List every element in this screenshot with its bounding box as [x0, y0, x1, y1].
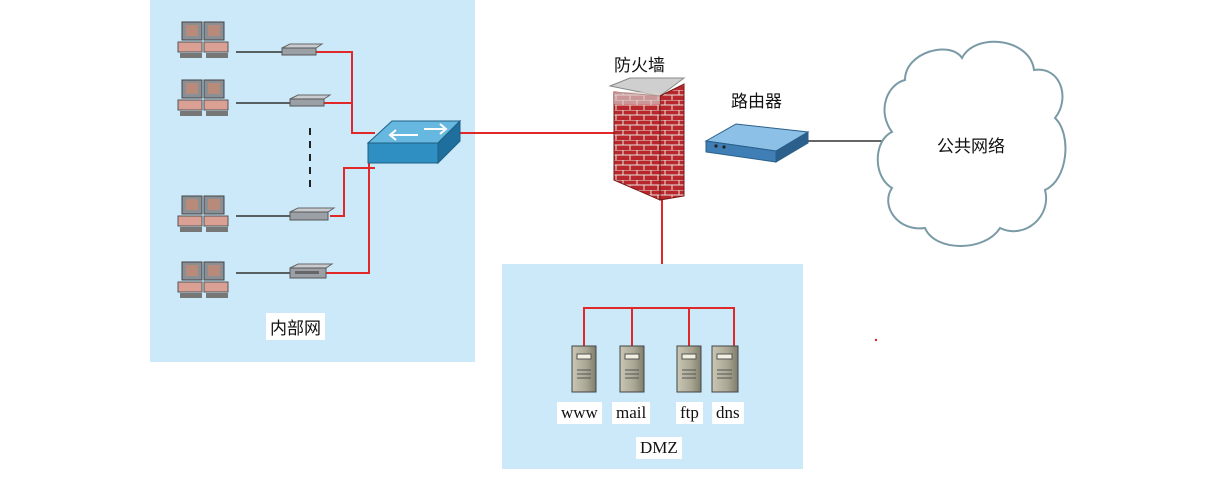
lan-zone [150, 0, 475, 362]
router-icon [704, 123, 810, 163]
switch-icon [366, 119, 462, 165]
stray-dot [874, 338, 878, 342]
router-label: 路由器 [731, 92, 782, 111]
dmz-label: DMZ [636, 437, 682, 459]
internet-label: 公共网络 [937, 137, 1005, 156]
server-label-dns: dns [712, 402, 744, 424]
workstation-pair-icon [177, 21, 229, 58]
cloud-icon [876, 40, 1067, 247]
hub-icon [281, 43, 324, 56]
server-label-www: www [557, 402, 602, 424]
server-icon [619, 345, 645, 393]
dmz-links [583, 307, 735, 346]
workstation-pair-icon [177, 195, 229, 232]
workstation-links [236, 51, 885, 274]
hub-icon [289, 207, 336, 221]
workstation-pair-icon [177, 79, 229, 116]
server-icon [711, 345, 739, 393]
workstation-pair-icon [177, 261, 229, 298]
firewall-icon [608, 77, 686, 201]
hub-icon [289, 94, 332, 107]
dmz-zone [502, 264, 803, 469]
server-icon [571, 345, 597, 393]
server-label-mail: mail [612, 402, 651, 424]
hub-icon [289, 263, 334, 279]
server-label-ftp: ftp [676, 402, 703, 424]
firewall-label: 防火墙 [614, 56, 665, 75]
lan-label: 内部网 [266, 313, 325, 340]
server-icon [676, 345, 702, 393]
lan-links [315, 51, 663, 274]
